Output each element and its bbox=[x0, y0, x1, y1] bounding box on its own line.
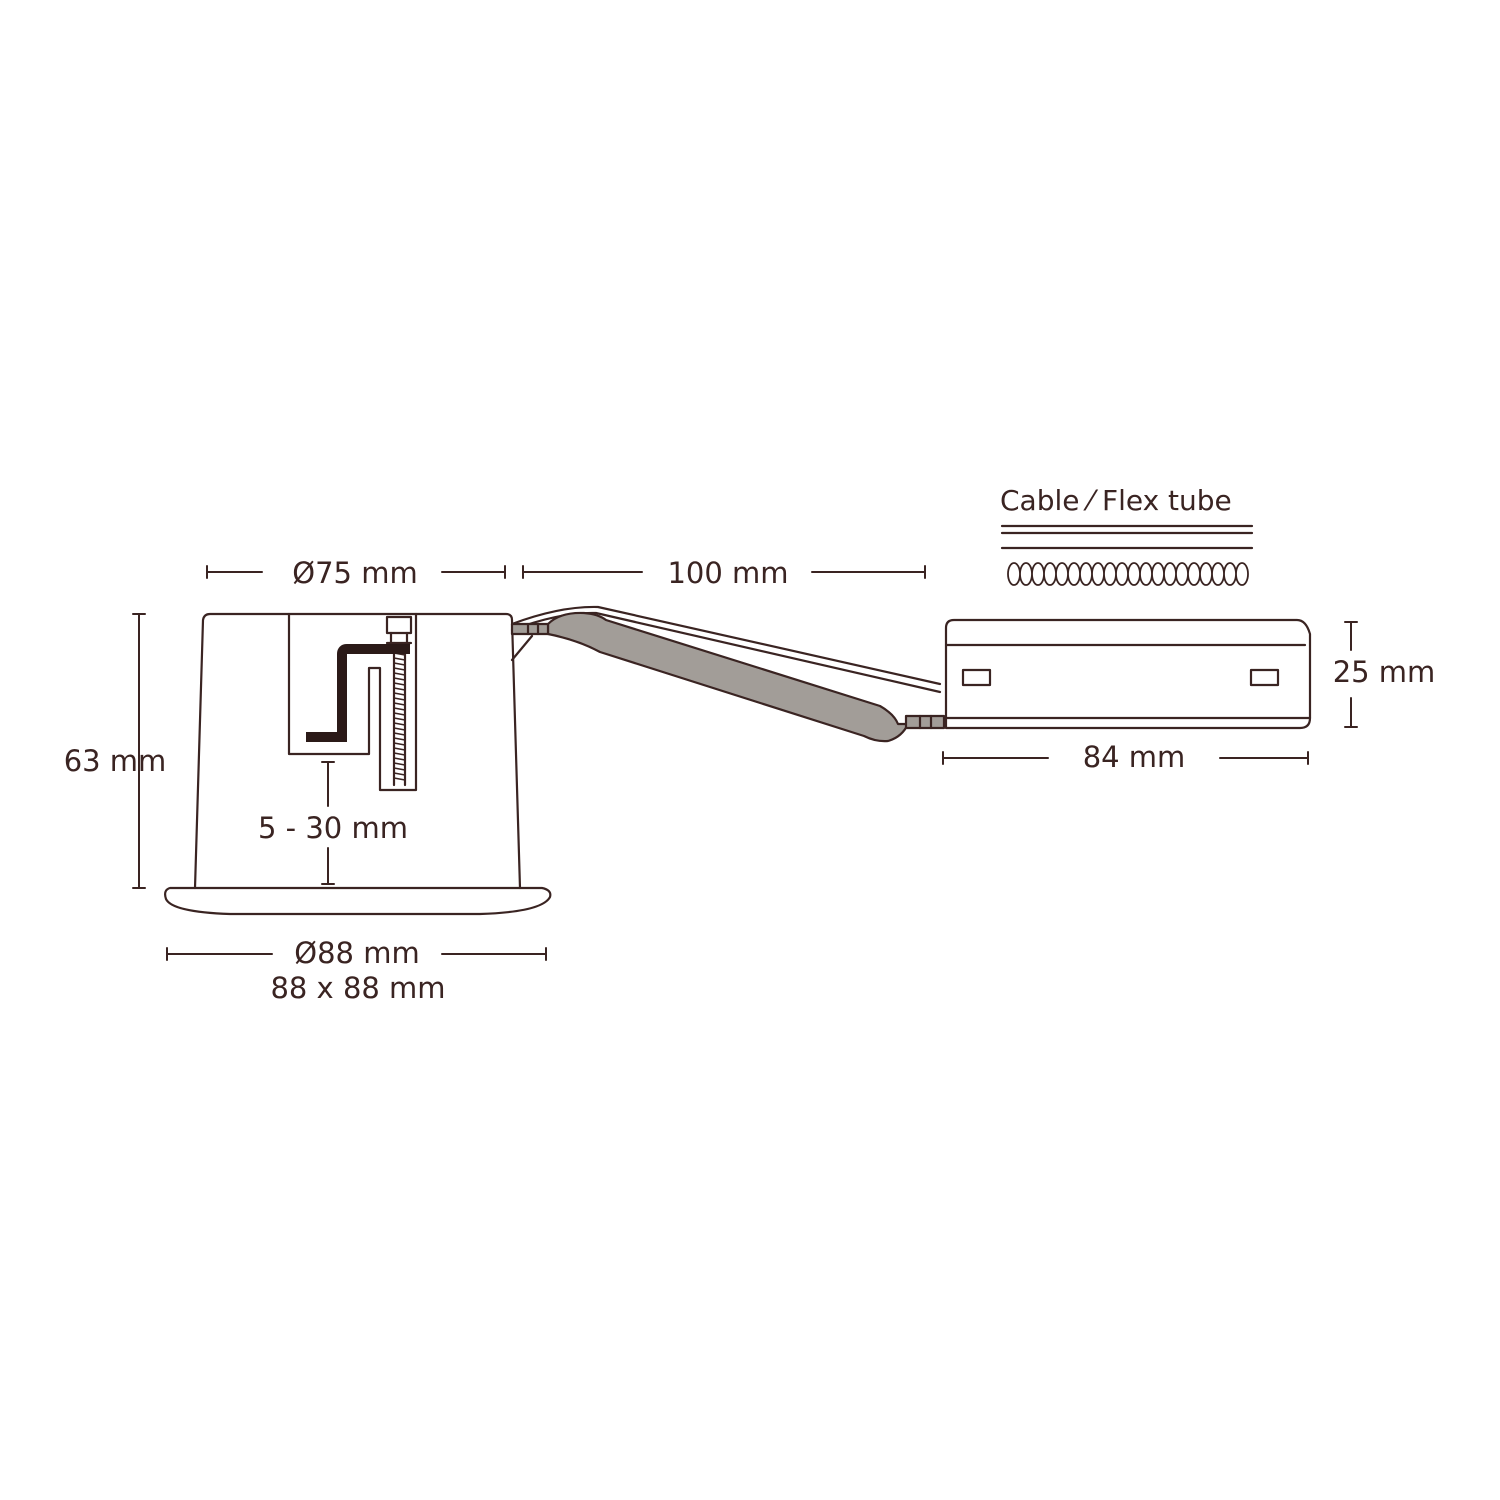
cable-length-label: 100 mm bbox=[667, 556, 788, 590]
threaded-rod bbox=[392, 641, 407, 787]
bezel-ring bbox=[164, 886, 552, 916]
driver-body bbox=[944, 618, 1312, 730]
mounting-window bbox=[287, 612, 418, 792]
driver-connector bbox=[904, 714, 946, 730]
housing bbox=[164, 612, 552, 916]
housing-connector bbox=[510, 622, 550, 636]
upper-wire bbox=[510, 605, 942, 686]
legend-symbols bbox=[1000, 524, 1254, 586]
top-diameter-label: Ø75 mm bbox=[292, 556, 417, 590]
driver-slot-left bbox=[961, 668, 992, 687]
flex-tube bbox=[546, 611, 910, 743]
cable-flex-tube-label: Cable ⁄ Flex tube bbox=[1000, 484, 1232, 517]
bezel-diameter-label: Ø88 mm bbox=[294, 936, 419, 970]
housing-body bbox=[193, 612, 522, 890]
cable-assembly bbox=[510, 605, 946, 743]
driver-slot-right bbox=[1249, 668, 1280, 687]
bezel-square-label: 88 x 88 mm bbox=[270, 971, 445, 1005]
screw-head bbox=[385, 615, 413, 635]
mounting-bracket bbox=[306, 644, 410, 742]
mounting-range-label: 5 - 30 mm bbox=[258, 811, 408, 845]
labels: Cable ⁄ Flex tube Ø75 mm 100 mm 25 mm 63… bbox=[64, 484, 1436, 1005]
driver-length-label: 84 mm bbox=[1083, 740, 1186, 774]
driver-height-label: 25 mm bbox=[1333, 655, 1436, 689]
driver-box bbox=[944, 618, 1312, 730]
housing-height-label: 63 mm bbox=[64, 744, 167, 778]
dimension-lines bbox=[132, 565, 1358, 961]
